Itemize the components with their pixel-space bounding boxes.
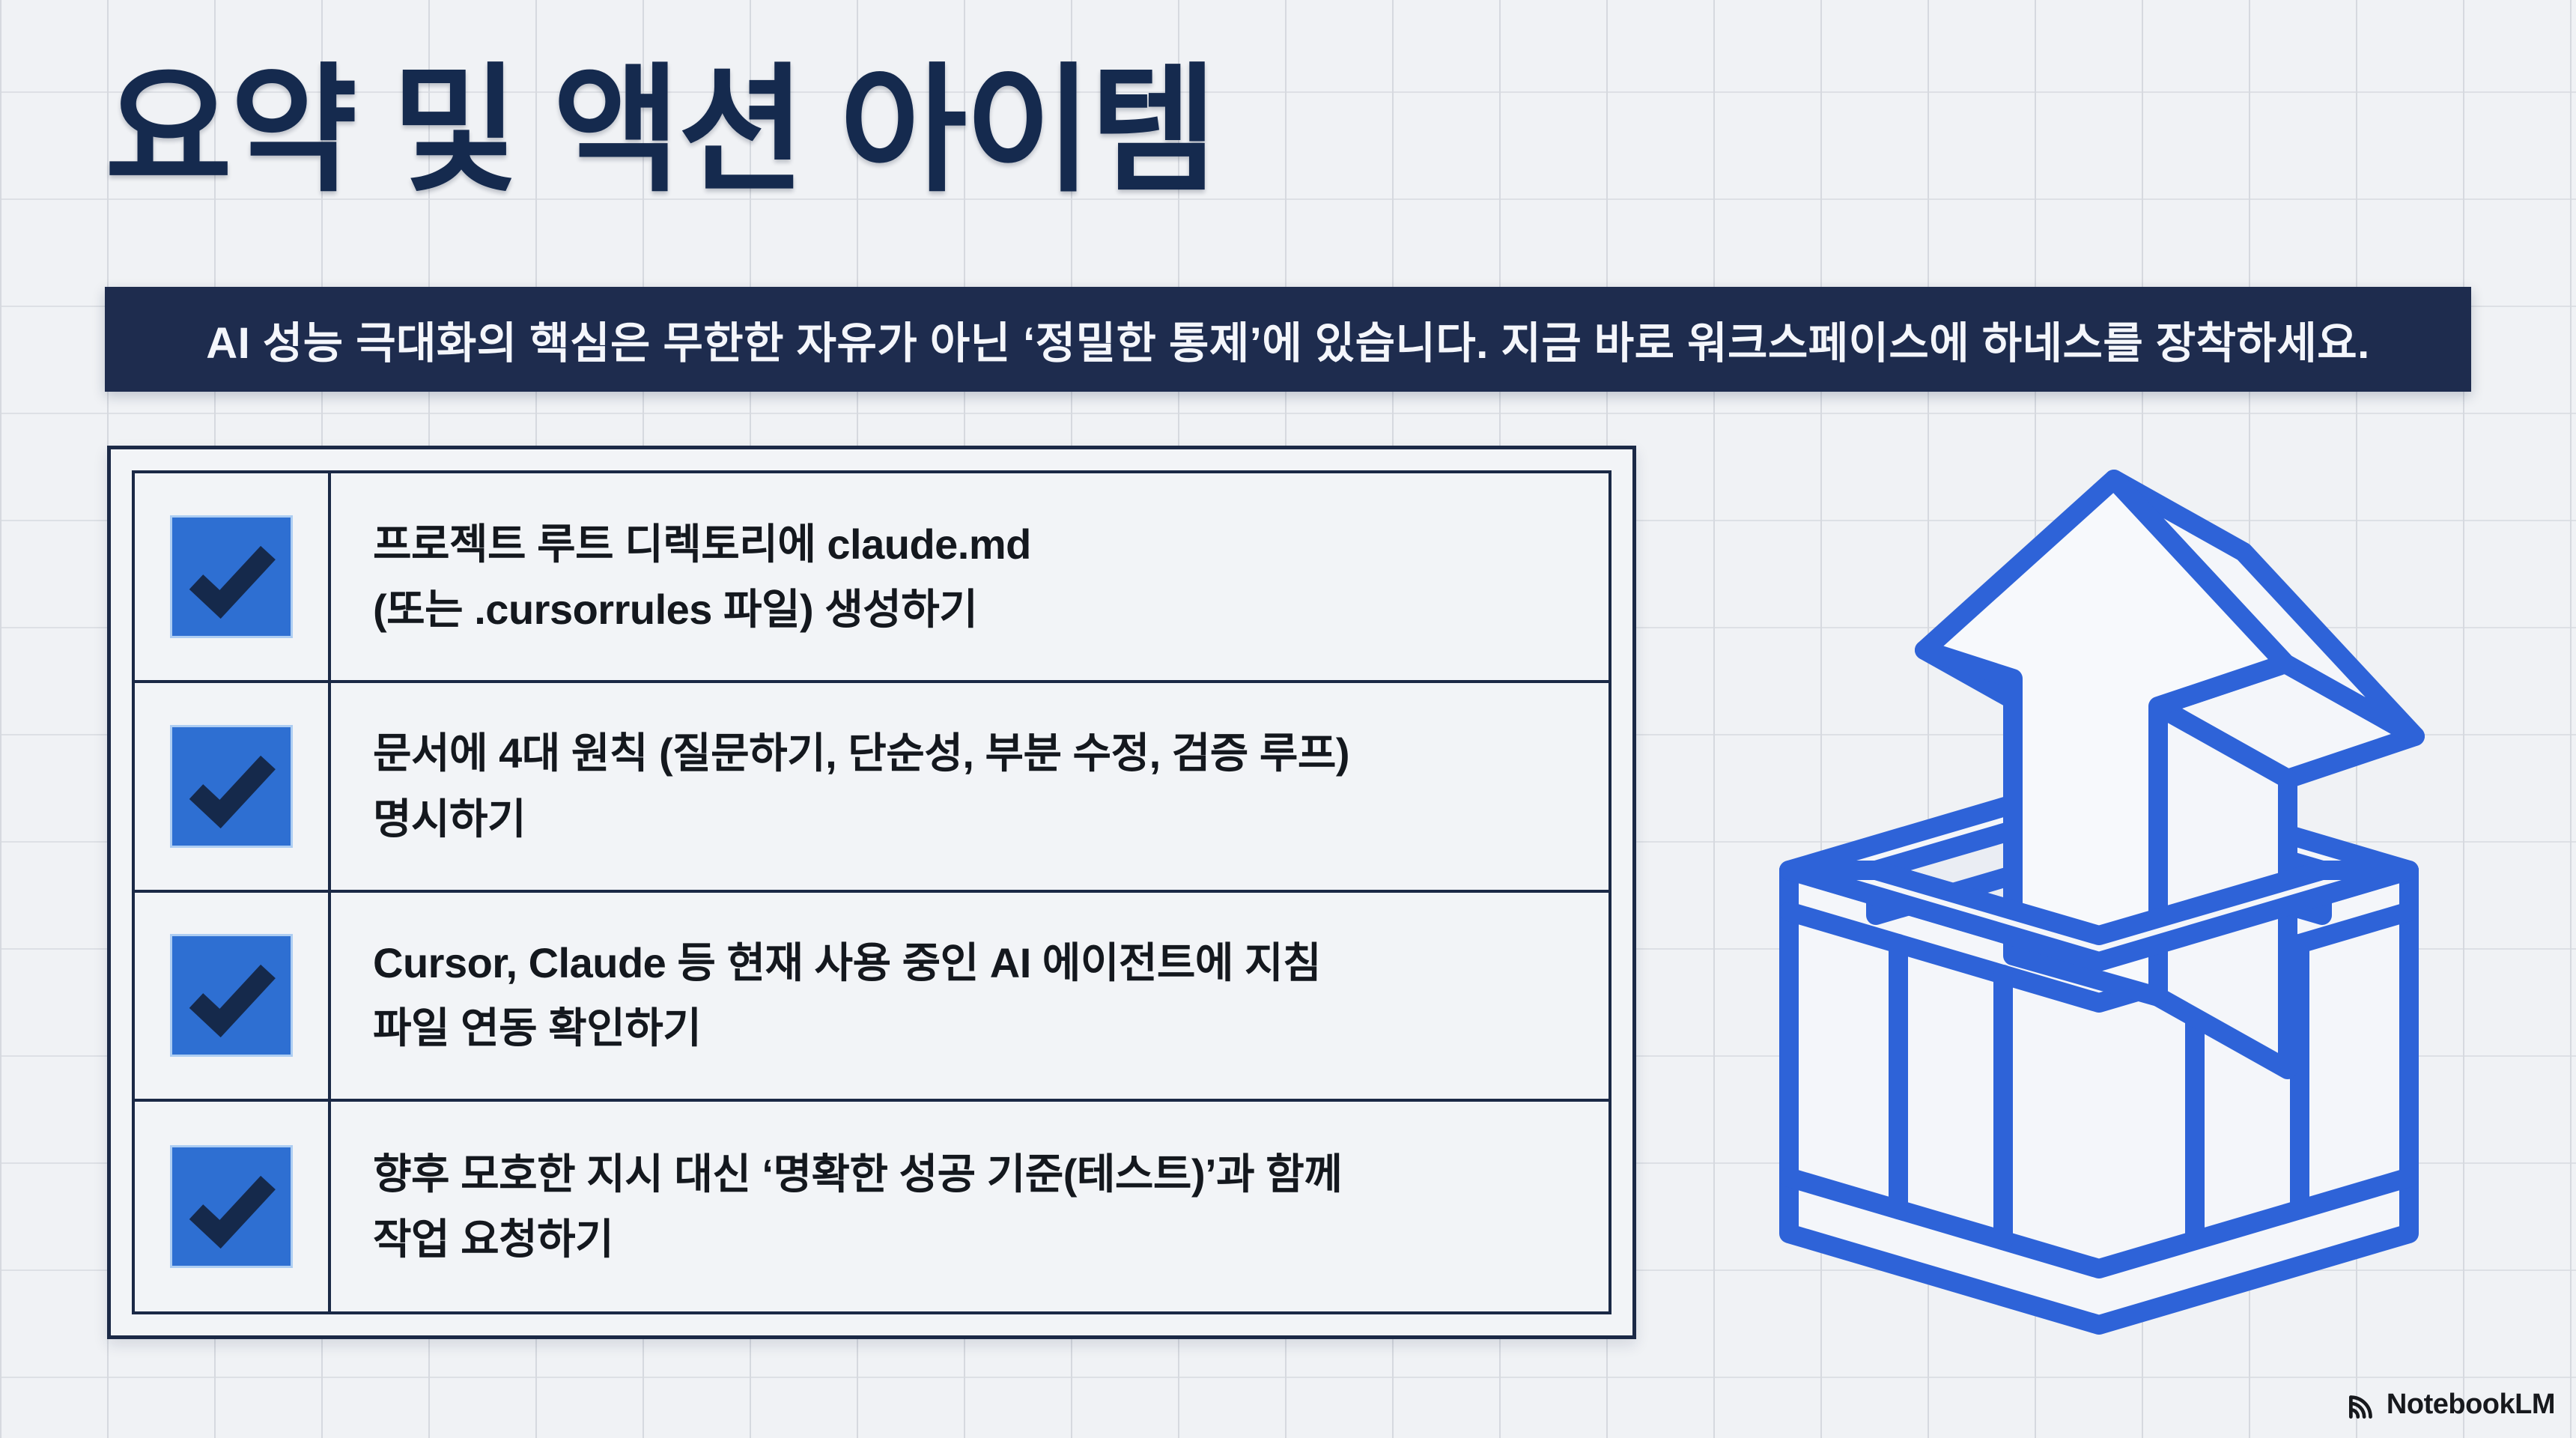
notebooklm-logo-icon [2348,1395,2372,1419]
checklist-item-text: 프로젝트 루트 디렉토리에 claude.md (또는 .cursorrules… [331,473,1609,683]
checkbox-item-4[interactable] [172,1147,291,1266]
checkbox-cell [135,473,331,683]
checkmark-icon [189,755,276,828]
checkmark-icon [189,545,276,619]
key-message-text: AI 성능 극대화의 핵심은 무한한 자유가 아닌 ‘정밀한 통제’에 있습니다… [206,319,2370,368]
checkmark-icon [189,1175,276,1249]
checkmark-icon [189,965,276,1038]
checklist-item-text: Cursor, Claude 등 현재 사용 중인 AI 에이전트에 지침 파일… [331,893,1609,1102]
checklist-item-text: 향후 모호한 지시 대신 ‘명확한 성공 기준(테스트)’과 함께 작업 요청하… [373,1150,1343,1263]
checkbox-cell [135,892,331,1102]
checkbox-item-3[interactable] [172,936,291,1055]
checkbox-cell [135,682,331,893]
checkbox-item-1[interactable] [172,517,291,636]
key-message-banner: AI 성능 극대화의 핵심은 무한한 자유가 아닌 ‘정밀한 통제’에 있습니다… [105,287,2471,392]
checklist-item-text: 문서에 4대 원칙 (질문하기, 단순성, 부분 수정, 검증 루프) 명시하기 [331,683,1609,893]
checkbox-item-2[interactable] [172,726,291,846]
checklist-grid: 프로젝트 루트 디렉토리에 claude.md (또는 .cursorrules… [132,470,1611,1314]
footer-brand-text: NotebookLM [2386,1388,2556,1420]
action-item-checklist: 프로젝트 루트 디렉토리에 claude.md (또는 .cursorrules… [107,446,1636,1339]
arrow-out-of-box-illustration [1779,470,2425,1335]
footer-brand: NotebookLM [2345,1387,2556,1422]
checkbox-cell [135,1102,331,1311]
page-title: 요약 및 액션 아이템 [105,54,1218,208]
